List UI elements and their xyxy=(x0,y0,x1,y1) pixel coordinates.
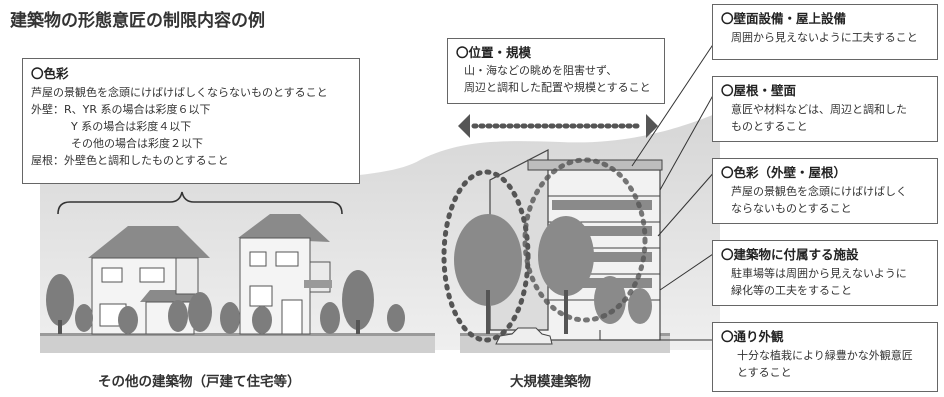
caption-other-buildings: その他の建築物（戸建て住宅等） xyxy=(98,374,301,390)
right-box-color-line-2: ならないものとすること xyxy=(731,202,852,215)
right-box-street-heading: 〇通り外観 xyxy=(721,329,784,344)
page-title: 建築物の形態意匠の制限内容の例 xyxy=(10,11,265,31)
left-color-line-5: 屋根：外壁色と調和したものとすること xyxy=(31,154,229,167)
right-box-roof-wall-line-2: ものとすること xyxy=(731,120,808,133)
left-color-line-1: 芦屋の景観色を念頭にけばけばしくならないものとすること xyxy=(31,86,328,99)
right-box-color-line-1: 芦屋の景観色を念頭にけばけばしく xyxy=(731,185,907,198)
right-box-color: 〇色彩（外壁・屋根） 芦屋の景観色を念頭にけばけばしく ならないものとすること xyxy=(712,158,938,224)
right-box-street-line-1: 十分な植栽により緑豊かな外観意匠 xyxy=(737,349,913,362)
brace xyxy=(57,191,343,215)
right-box-street: 〇通り外観 十分な植栽により緑豊かな外観意匠 とすること xyxy=(712,322,938,392)
right-box-roof-wall-heading: 〇屋根・壁面 xyxy=(721,83,797,98)
caption-large-buildings: 大規模建築物 xyxy=(510,374,591,390)
leader-lines xyxy=(599,39,717,341)
left-color-heading: 〇色彩 xyxy=(31,66,69,81)
right-box-roof-wall: 〇屋根・壁面 意匠や材料などは、周辺と調和した ものとすること xyxy=(712,76,938,142)
right-box-roof-wall-line-1: 意匠や材料などは、周辺と調和した xyxy=(731,103,907,116)
car xyxy=(495,327,553,345)
ground-left xyxy=(40,335,435,353)
center-position-heading: 〇位置・規模 xyxy=(456,45,532,60)
left-color-box: 〇色彩 芦屋の景観色を念頭にけばけばしくならないものとすること 外壁：R、YR … xyxy=(22,58,360,184)
center-position-box: 〇位置・規模 山・海などの眺めを阻害せず、 周辺と調和した配置や規模とすること xyxy=(447,38,665,104)
right-box-facilities-line-2: 緑化等の工夫をすること xyxy=(731,284,852,297)
dashed-oval-trees xyxy=(441,169,531,343)
right-box-equipment: 〇壁面設備・屋上設備 周囲から見えないように工夫すること xyxy=(712,4,938,60)
right-box-street-line-2: とすること xyxy=(737,366,792,379)
right-box-equipment-line-1: 周囲から見えないように工夫すること xyxy=(731,31,918,44)
double-arrow xyxy=(458,114,658,138)
left-color-line-2: 外壁：R、YR 系の場合は彩度６以下 xyxy=(31,103,211,116)
center-position-line-2: 周辺と調和した配置や規模とすること xyxy=(464,81,651,94)
right-box-facilities-line-1: 駐車場等は周囲から見えないように xyxy=(731,267,907,280)
house-2 xyxy=(238,214,332,335)
right-box-facilities-heading: 〇建築物に付属する施設 xyxy=(721,247,859,262)
left-color-line-4: その他の場合は彩度２以下 xyxy=(71,137,203,150)
left-color-line-3: Y 系の場合は彩度４以下 xyxy=(71,120,192,133)
dashed-oval-building xyxy=(522,157,648,323)
right-box-facilities: 〇建築物に付属する施設 駐車場等は周囲から見えないように 緑化等の工夫をすること xyxy=(712,240,938,306)
right-box-equipment-heading: 〇壁面設備・屋上設備 xyxy=(721,11,847,26)
center-position-line-1: 山・海などの眺めを阻害せず、 xyxy=(464,64,618,77)
right-box-color-heading: 〇色彩（外壁・屋根） xyxy=(721,165,847,180)
